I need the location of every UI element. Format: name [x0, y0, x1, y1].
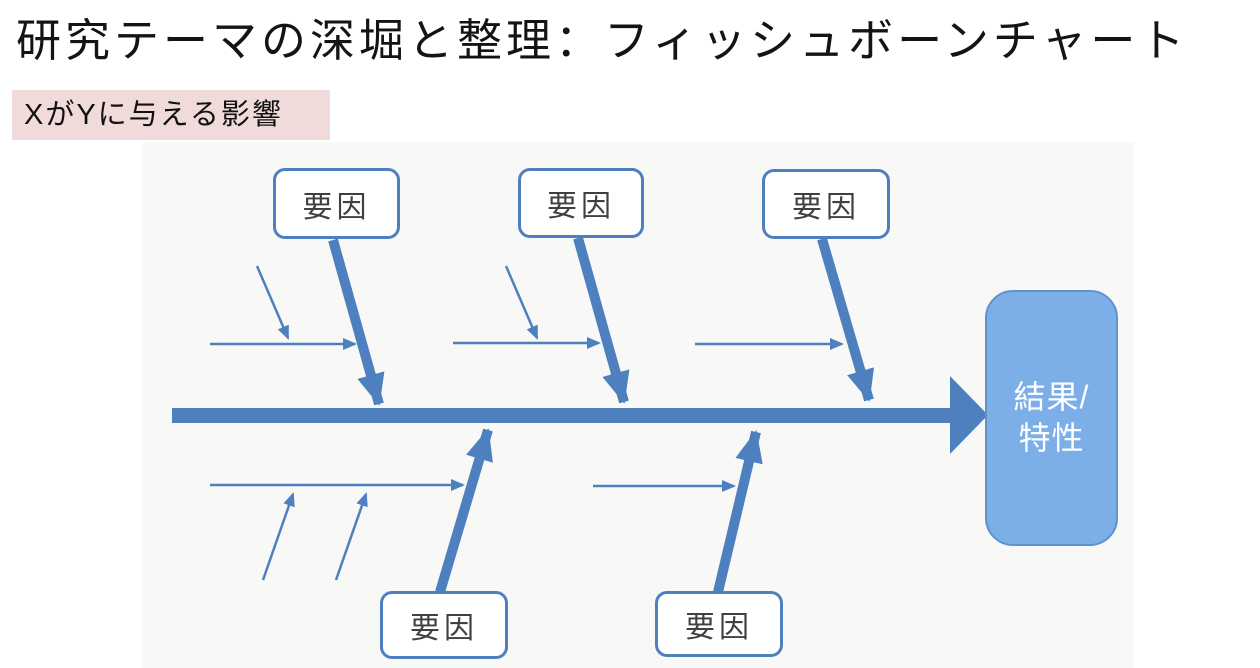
result-label-line2: 特性 — [1018, 420, 1085, 456]
result-label-line1: 結果/ — [1013, 379, 1090, 415]
bottom-bone-2 — [713, 430, 763, 594]
top-bone-2 — [573, 236, 630, 404]
factor-box-bottom-1: 要因 — [380, 591, 508, 659]
top-detail-arrow-2 — [504, 265, 539, 340]
bottom-bone-1 — [435, 428, 493, 594]
spine-arrowhead-icon — [950, 376, 988, 454]
factor-label: 要因 — [685, 611, 753, 644]
top-detail-arrow-1 — [255, 265, 290, 340]
factor-label: 要因 — [410, 612, 478, 645]
fishbone-bones-graphic — [172, 236, 988, 594]
factor-box-top-2: 要因 — [518, 168, 644, 238]
bottom-detail-arrow-2 — [334, 492, 368, 581]
factor-box-top-1: 要因 — [273, 168, 400, 239]
result-box: 結果/ 特性 — [985, 290, 1118, 546]
factor-label: 要因 — [547, 190, 615, 223]
top-bone-1 — [328, 238, 385, 406]
factor-box-top-3: 要因 — [762, 169, 890, 239]
top-bone-3 — [817, 237, 875, 402]
factor-label: 要因 — [302, 190, 371, 224]
factor-label: 要因 — [792, 191, 860, 224]
fishbone-diagram-panel: 要因 要因 要因 要因 要因 結果/ 特性 — [142, 142, 1134, 668]
subtitle-highlight-label: XがYに与える影響 — [12, 90, 330, 140]
spine-line — [172, 408, 950, 423]
page-title: 研究テーマの深堀と整理：フィッシュボーンチャート — [16, 15, 1189, 66]
factor-box-bottom-2: 要因 — [655, 591, 783, 657]
bottom-detail-arrow-1 — [261, 492, 295, 581]
